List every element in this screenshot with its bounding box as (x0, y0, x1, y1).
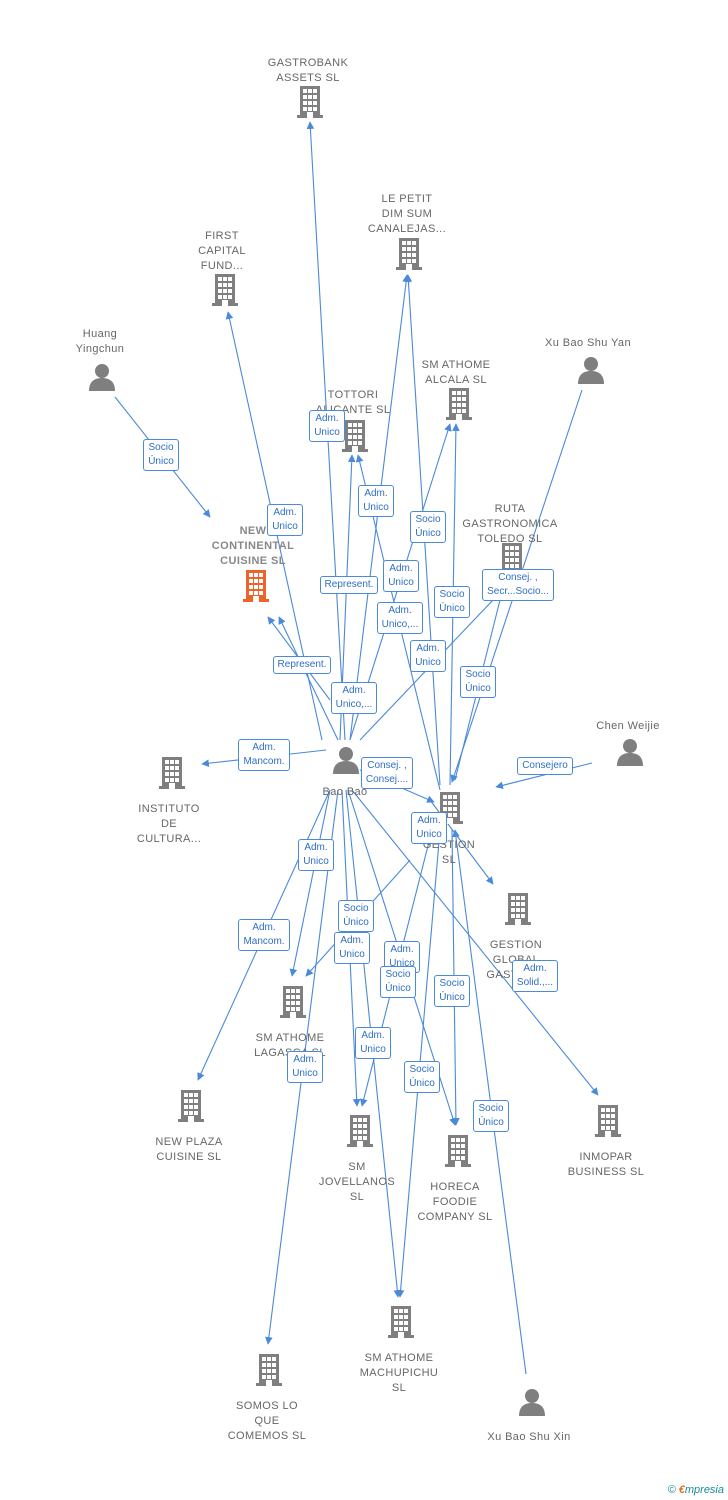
edge-label-gestion_machupichu[interactable]: Socio Único (404, 1061, 440, 1093)
copyright-symbol: © (667, 1484, 676, 1496)
node-label-inmopar[interactable]: INMOPAR BUSINESS SL (567, 1151, 645, 1178)
edge-label-bao_newplaza[interactable]: Adm. Mancom. (238, 919, 290, 951)
edge-label-bao_gastrobank[interactable]: Adm. Unico (309, 410, 345, 442)
building-icon[interactable] (280, 986, 306, 1023)
node-label-xubaoshuyan[interactable]: Xu Bao Shu Yan (545, 337, 631, 349)
node-label-smjovellanos[interactable]: SM JOVELLANOS SL (318, 1161, 396, 1203)
building-icon[interactable] (396, 238, 422, 275)
edge-label-bao_tottori[interactable]: Adm. Unico (358, 485, 394, 517)
building-icon[interactable] (388, 1306, 414, 1343)
edge-label-bao_smalcala[interactable]: Adm. Unico,... (376, 602, 424, 634)
building-icon[interactable] (212, 274, 238, 311)
edge-label-bao_inmopar[interactable]: Adm. Solid.,... (511, 960, 559, 992)
person-icon[interactable] (332, 746, 360, 779)
relationship-edge (289, 789, 331, 977)
edge-label-gestion_smlagasca[interactable]: Socio Único (338, 900, 374, 932)
edge-label-bao_smlagasca[interactable]: Adm. Unico (298, 839, 334, 871)
building-icon[interactable] (342, 420, 368, 457)
node-label-xubaoshuxin[interactable]: Xu Bao Shu Xin (487, 1431, 571, 1443)
edge-label-gestion_ruta[interactable]: Consej. , Secr...Socio... (482, 569, 554, 601)
brand-name: mpresia (684, 1484, 724, 1496)
edge-label-xuxin_gestion[interactable]: Socio Único (473, 1100, 509, 1132)
node-label-huang[interactable]: Huang Yingchun (75, 328, 125, 355)
node-label-newplaza[interactable]: NEW PLAZA CUISINE SL (155, 1136, 223, 1163)
person-icon[interactable] (518, 1388, 546, 1421)
edge-label-huang_newcont[interactable]: Socio Único (143, 439, 179, 471)
node-label-newcontinental[interactable]: NEW CONTINENTAL CUISINE SL (211, 525, 295, 567)
edge-label-bao_machupichu[interactable]: Adm. Unico (355, 1027, 391, 1059)
relationship-edge (351, 789, 599, 1096)
edge-label-gestion_smjov[interactable]: Socio Único (380, 966, 416, 998)
building-icon[interactable] (505, 893, 531, 930)
node-label-firstcapital[interactable]: FIRST CAPITAL FUND... (198, 230, 246, 272)
footer-brand: © €mpresia (668, 1484, 724, 1496)
building-icon[interactable] (446, 388, 472, 425)
edge-label-bao_ruta[interactable]: Adm. Unico,... (330, 682, 378, 714)
building-icon[interactable] (297, 86, 323, 123)
node-label-lepetit[interactable]: LE PETIT DIM SUM CANALEJAS... (367, 193, 447, 235)
edge-label-bao_lepetit[interactable]: Adm. Unico (383, 560, 419, 592)
relationship-edge (278, 616, 339, 741)
person-icon[interactable] (577, 356, 605, 389)
person-icon[interactable] (616, 738, 644, 771)
brand-e-logo: € (678, 1484, 685, 1496)
edge-label-gestion_lepetit[interactable]: Socio Único (434, 586, 470, 618)
building-icon[interactable] (243, 570, 269, 607)
edge-label-bao_smjov[interactable]: Adm. Unico (334, 932, 370, 964)
building-icon[interactable] (595, 1105, 621, 1142)
node-label-instituto[interactable]: INSTITUTO DE CULTURA... (136, 803, 202, 845)
node-label-horeca[interactable]: HORECA FOODIE COMPANY SL (417, 1181, 493, 1223)
edge-label-gestion_smalcala_socio[interactable]: Socio Único (410, 511, 446, 543)
building-icon[interactable] (178, 1090, 204, 1127)
node-label-somos[interactable]: SOMOS LO QUE COMEMOS SL (227, 1400, 307, 1442)
edge-label-gestion_horeca[interactable]: Socio Único (434, 975, 470, 1007)
node-label-chenweijie[interactable]: Chen Weijie (596, 720, 660, 732)
edge-label-bao_newcont_rep1[interactable]: Represent. (319, 576, 379, 594)
building-icon[interactable] (256, 1354, 282, 1391)
edge-label-bao_somos[interactable]: Adm. Unico (287, 1051, 323, 1083)
edge-label-chen_gestion[interactable]: Consejero (517, 757, 573, 775)
person-icon[interactable] (88, 363, 116, 396)
node-label-gastrobank[interactable]: GASTROBANK ASSETS SL (267, 57, 349, 84)
node-label-smalcala[interactable]: SM ATHOME ALCALA SL (421, 359, 491, 386)
node-label-gestion[interactable]: GESTION SL (422, 839, 476, 866)
edge-label-bao_newcont_rep2[interactable]: Represent. (272, 656, 332, 674)
node-label-tottori[interactable]: TOTTORI ALICANTE SL (316, 389, 391, 416)
building-icon[interactable] (159, 757, 185, 794)
edge-label-gestion_gestion[interactable]: Adm. Unico (411, 812, 447, 844)
edge-label-xuyan_gestion[interactable]: Socio Único (460, 666, 496, 698)
node-label-baobao[interactable]: Bao Bao (322, 786, 368, 798)
edge-label-bao_instituto[interactable]: Adm. Mancom. (238, 739, 290, 771)
edge-label-bao_firstcapital[interactable]: Adm. Unico (267, 504, 303, 536)
edge-label-gestion_tottori[interactable]: Adm. Unico (410, 640, 446, 672)
relationship-edge (495, 762, 593, 790)
edge-label-bao_gestion[interactable]: Consej. , Consej.... (360, 757, 414, 789)
node-label-ruta[interactable]: RUTA GASTRONOMICA TOLEDO SL (462, 503, 558, 545)
building-icon[interactable] (347, 1115, 373, 1152)
building-icon[interactable] (445, 1135, 471, 1172)
node-label-smmachupichu[interactable]: SM ATHOME MACHUPICHU SL (359, 1352, 439, 1394)
